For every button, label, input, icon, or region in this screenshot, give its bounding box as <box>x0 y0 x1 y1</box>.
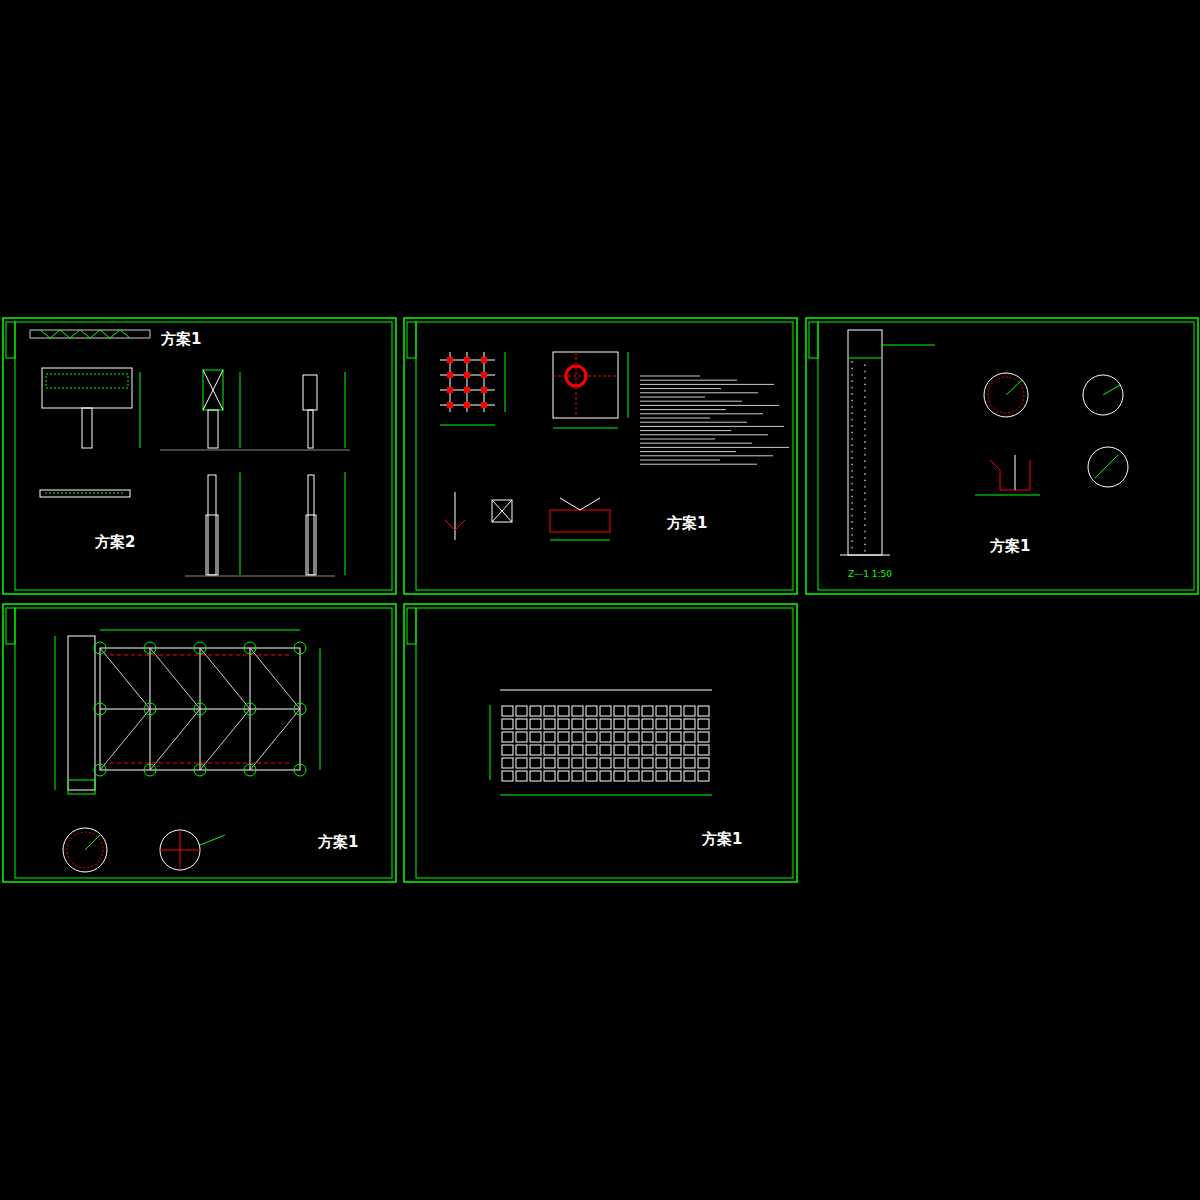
scheme-label: 方案1 <box>990 539 1030 554</box>
scheme-label: 方案1 <box>161 332 201 347</box>
scheme-label: 方案2 <box>95 535 135 550</box>
section-label: Z—1 1:50 <box>848 570 892 579</box>
scheme-label: 方案1 <box>667 516 707 531</box>
scheme-label: 方案1 <box>318 835 358 850</box>
scheme-label: 方案1 <box>702 832 742 847</box>
